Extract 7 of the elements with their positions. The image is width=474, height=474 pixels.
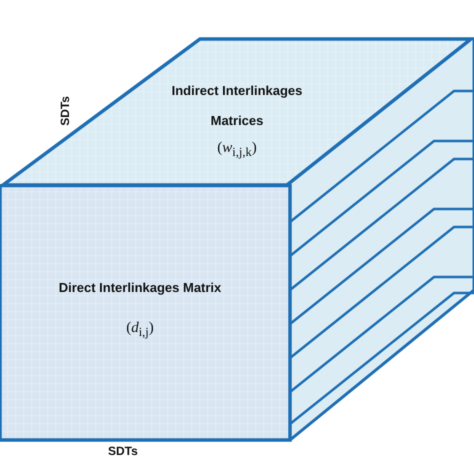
math-symbol: (d$_{i,j}$) bbox=[126, 320, 154, 340]
face-title: Indirect Interlinkages Matrices bbox=[170, 82, 304, 130]
face-title: Direct Interlinkages Matrix bbox=[58, 280, 222, 295]
axis-label: SDTs bbox=[58, 96, 72, 126]
front-face bbox=[0, 184, 292, 442]
axis-label: SDTs bbox=[108, 444, 138, 458]
math-symbol: (w$_{i,j,k}$) bbox=[217, 140, 257, 160]
